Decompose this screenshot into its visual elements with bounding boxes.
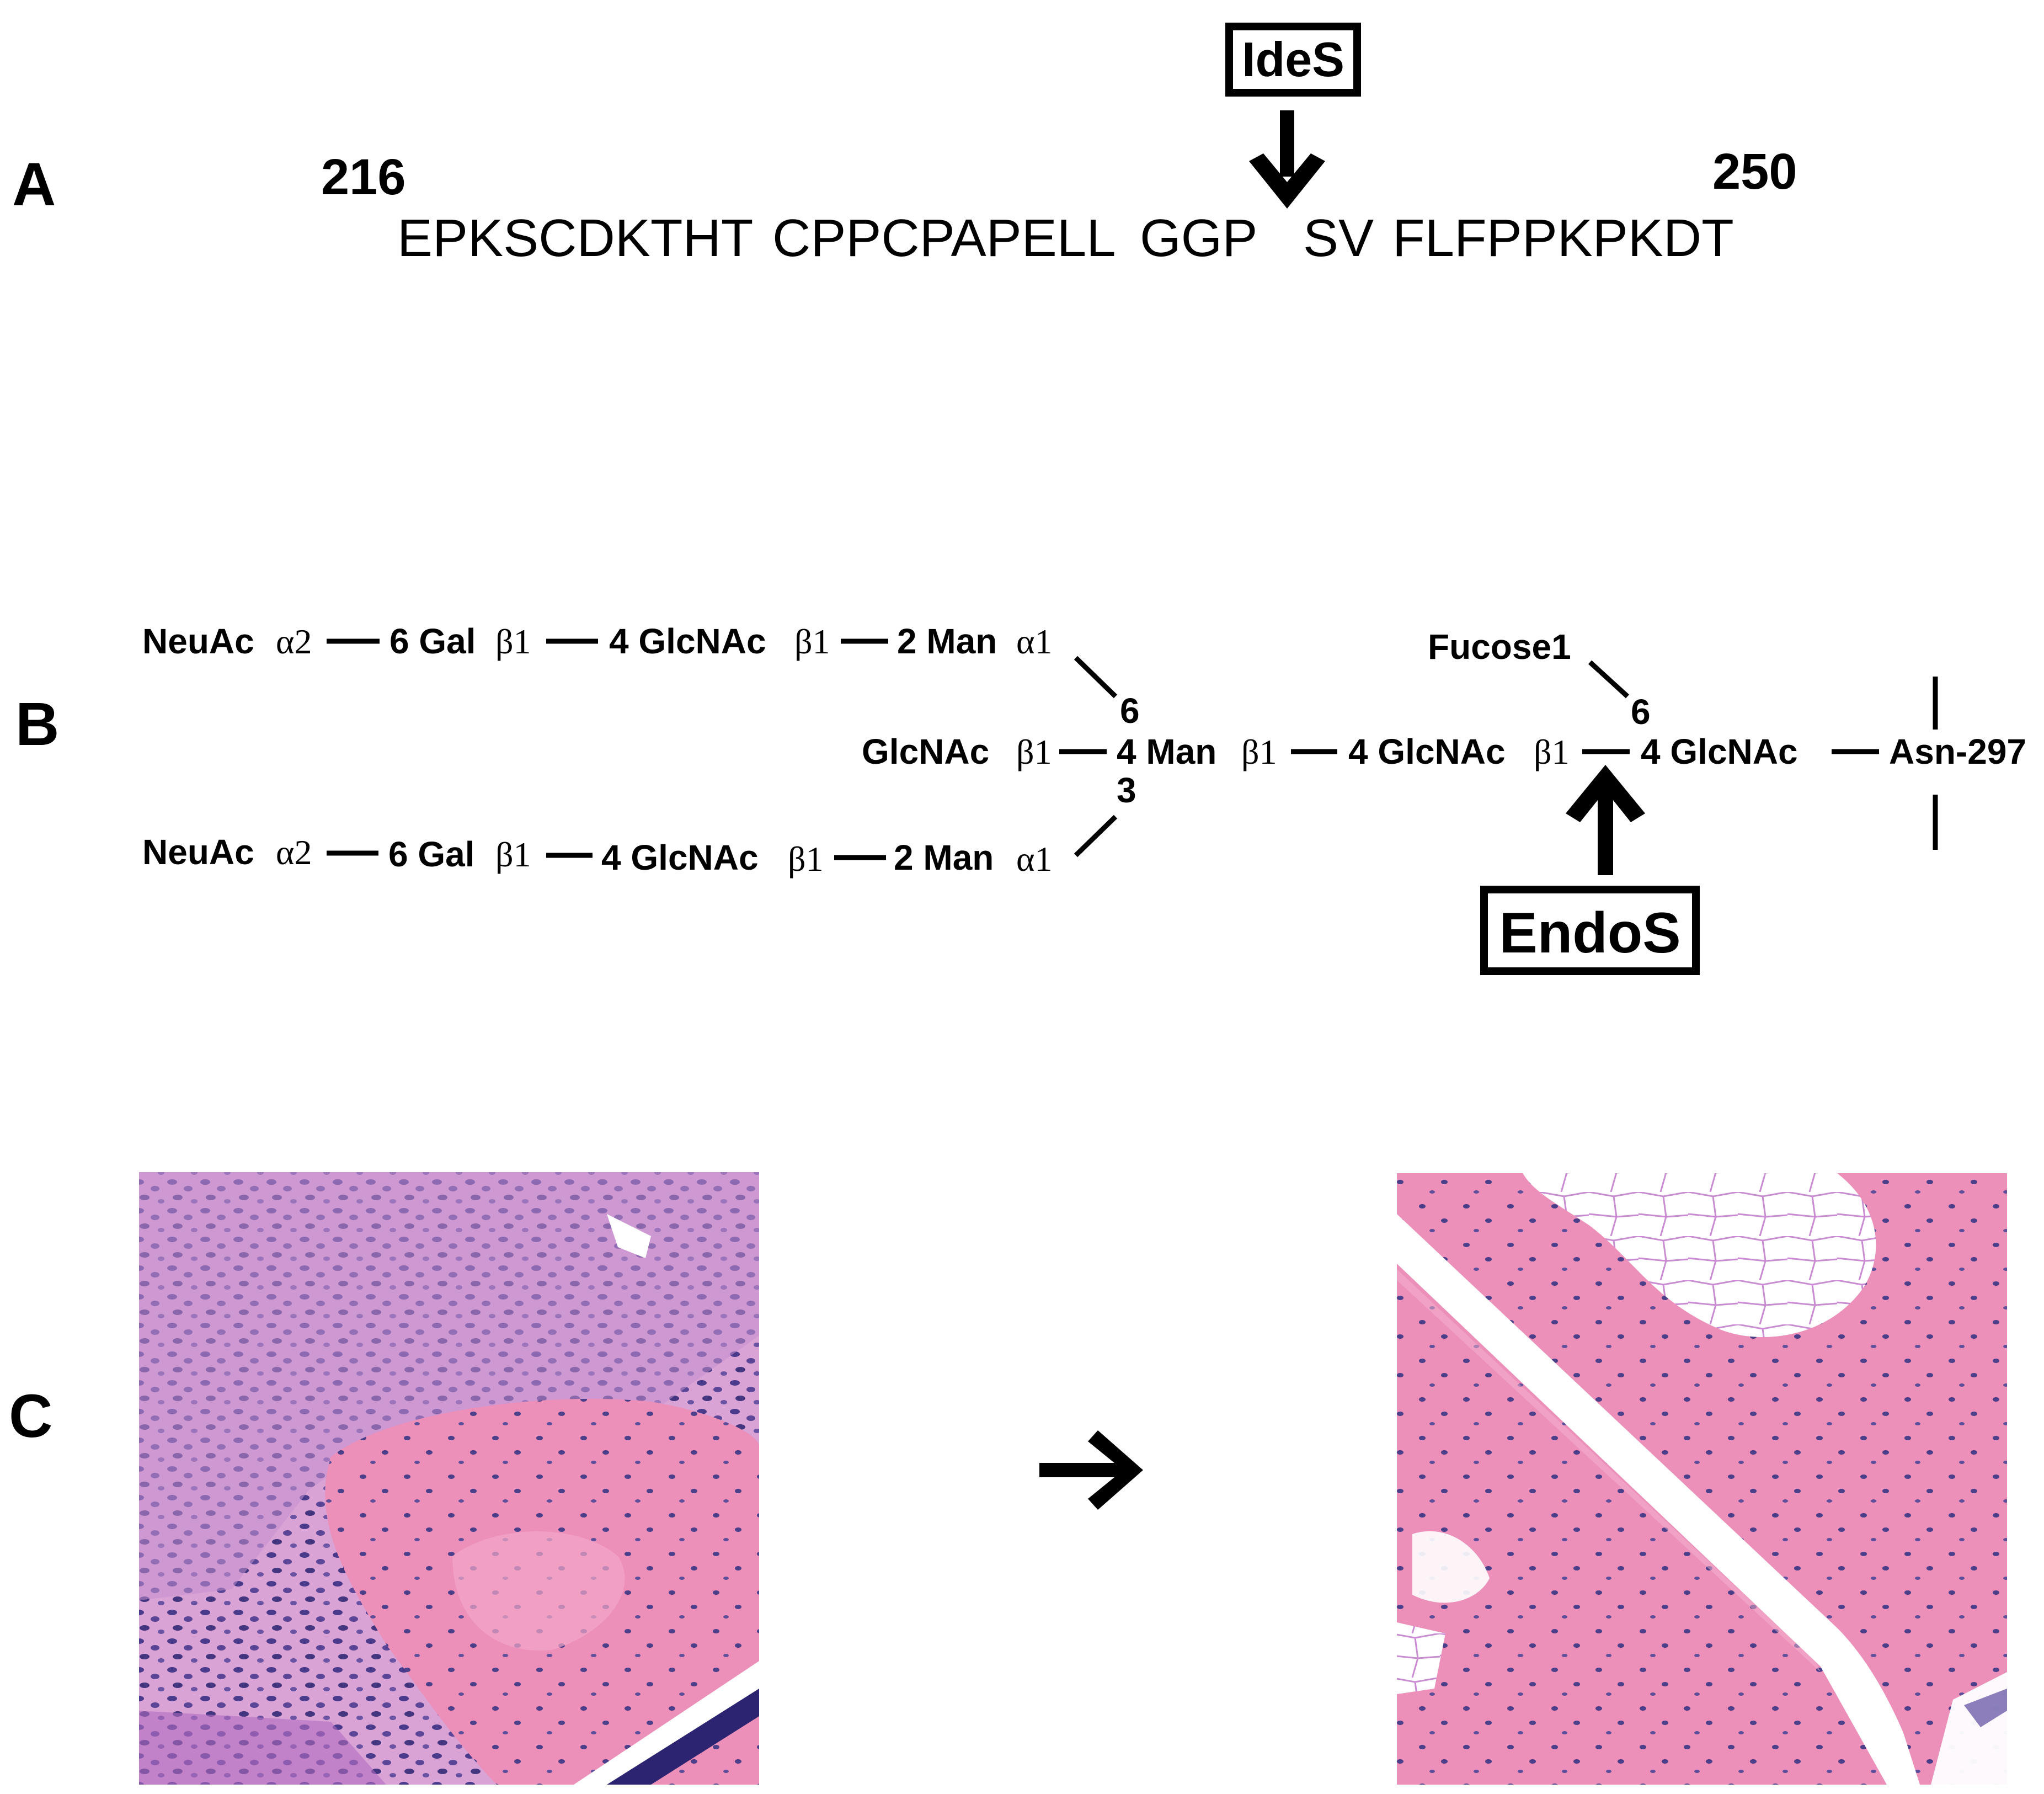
bond — [1588, 660, 1630, 699]
upper-position: 6 — [1120, 691, 1140, 731]
upper-gal-link: β1 — [495, 622, 531, 661]
right-arrow-icon — [1039, 1430, 1143, 1510]
upper-glcnac-link: β1 — [794, 622, 830, 661]
fucose-branch: Fucose1 6 — [1428, 627, 1651, 732]
upper-glcnac: 4 GlcNAc — [609, 621, 766, 661]
ides-cleavage-arrow-icon — [1249, 110, 1325, 209]
upper-antenna: NeuAc α2 6 Gal β1 4 GlcNAc β1 2 Man α1 6 — [142, 621, 1140, 731]
sequence-end-number: 250 — [1712, 143, 1797, 200]
asn-297: Asn-297 — [1889, 732, 2026, 771]
ides-label-box: IdeS — [1225, 23, 1361, 97]
sequence-segment-4: SV — [1303, 209, 1374, 268]
panel-b-label: B — [15, 690, 59, 758]
panel-c-label: C — [9, 1382, 52, 1450]
lower-neuac: NeuAc — [142, 832, 254, 872]
lower-glcnac: 4 GlcNAc — [601, 838, 759, 877]
fucose: Fucose1 — [1428, 627, 1571, 667]
upper-gal: 6 Gal — [389, 621, 476, 661]
lower-man: 2 Man — [894, 838, 994, 877]
bond — [1074, 656, 1118, 699]
core-glcnac-1-link: β1 — [1534, 732, 1570, 771]
upper-neuac: NeuAc — [142, 621, 254, 661]
core-man-link: β1 — [1241, 732, 1277, 771]
upper-neuac-link: α2 — [276, 622, 312, 661]
endos-label: EndoS — [1499, 901, 1680, 965]
lower-man-link: α1 — [1016, 839, 1053, 879]
endos-label-box: EndoS — [1480, 886, 1700, 975]
lesion-histology-image — [139, 1172, 759, 1785]
bond — [1074, 815, 1118, 858]
bisecting-link: β1 — [1016, 732, 1052, 771]
lower-neuac-link: α2 — [276, 833, 312, 872]
core-glcnac-1: 4 GlcNAc — [1348, 732, 1506, 771]
sequence-segment-1: EPKSCDKTHT — [397, 209, 753, 268]
endos-cleavage-arrow-icon — [1566, 765, 1645, 875]
core-chain: GlcNAc β1 4 Man β1 4 GlcNAc β1 4 GlcNAc … — [862, 677, 2026, 850]
ides-label: IdeS — [1242, 32, 1344, 87]
upper-man: 2 Man — [897, 621, 997, 661]
lower-position: 3 — [1117, 770, 1136, 810]
bisecting-glcnac: GlcNAc — [862, 732, 989, 771]
sequence-start-number: 216 — [321, 149, 406, 205]
lower-gal-link: β1 — [495, 835, 531, 874]
sequence-segment-3: GGP — [1140, 209, 1257, 268]
normal-bone-histology-image — [1397, 1173, 2007, 1785]
sequence-segment-5: FLFPPKPKDT — [1392, 209, 1734, 268]
panel-a-label: A — [12, 151, 56, 219]
upper-man-link: α1 — [1016, 622, 1053, 661]
lower-gal: 6 Gal — [388, 834, 475, 874]
sequence-segment-2: CPPCPAPELL — [772, 209, 1116, 268]
core-glcnac-2: 4 GlcNAc — [1641, 732, 1798, 771]
core-man: 4 Man — [1117, 732, 1216, 771]
lower-glcnac-link: β1 — [788, 839, 824, 879]
lower-antenna: 3 NeuAc α2 6 Gal β1 4 GlcNAc β1 2 Man α1 — [142, 770, 1136, 879]
fucose-position: 6 — [1631, 692, 1651, 732]
